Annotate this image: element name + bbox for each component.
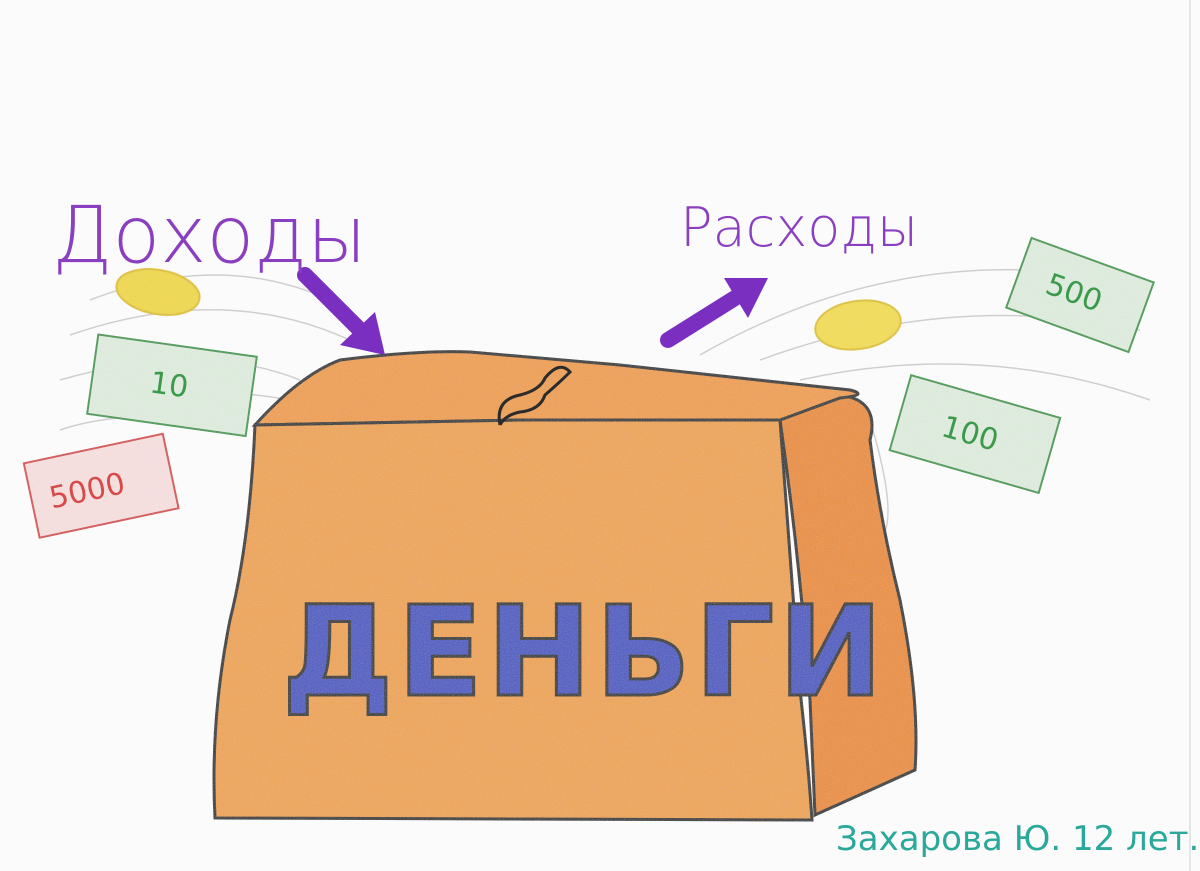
banknote-5000: 5000 — [22, 432, 180, 539]
coin-icon-right — [814, 299, 902, 351]
income-label: Доходы — [52, 191, 367, 281]
bag-clasp-icon — [497, 365, 573, 426]
income-arrow-icon — [297, 267, 385, 355]
expenses-label: Расходы — [680, 196, 918, 259]
banknote-500: 500 — [1004, 236, 1156, 354]
banknote-10-label: 10 — [148, 365, 191, 405]
money-label: ДЕНЬГИ — [282, 580, 887, 725]
bag-front — [212, 418, 814, 822]
banknote-10: 10 — [86, 333, 258, 438]
author-signature: Захарова Ю. 12 лет. — [836, 819, 1199, 859]
bag-side — [778, 393, 918, 818]
coin-icon-left — [115, 268, 201, 316]
expense-arrow-icon — [660, 278, 768, 348]
banknote-100: 100 — [888, 373, 1062, 495]
